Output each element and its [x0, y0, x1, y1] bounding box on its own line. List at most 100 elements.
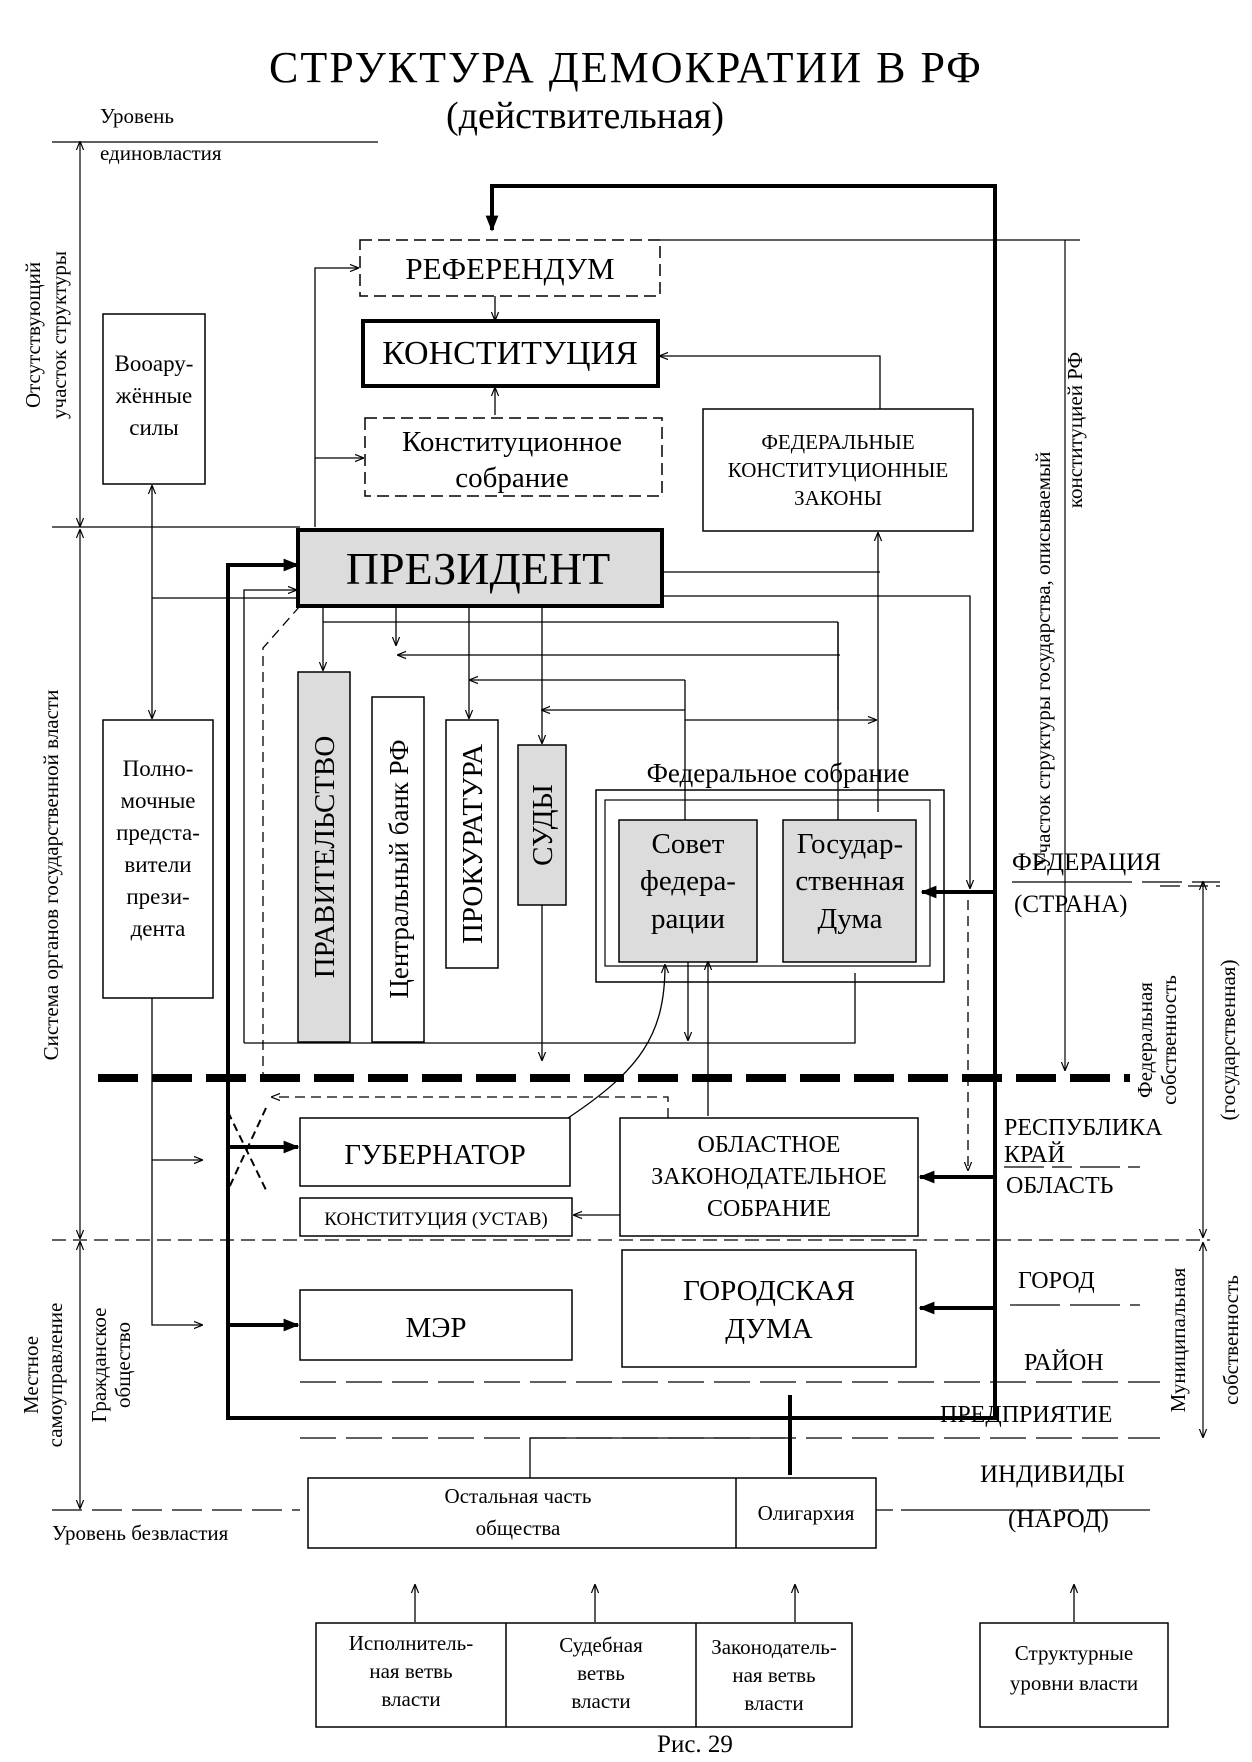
constitution-label: КОНСТИТУЦИЯ: [382, 335, 638, 372]
constitution-part-label-2: конституцией РФ: [1063, 352, 1087, 508]
government-box: [297, 671, 351, 1043]
legend-legislative-2: ная ветвь: [732, 1663, 815, 1687]
legend-judicial-3: власти: [571, 1689, 630, 1713]
legend-judicial-1: Судебная: [559, 1633, 643, 1657]
envoys-box: [102, 719, 214, 999]
president-label: ПРЕЗИДЕНТ: [346, 543, 611, 594]
level-federation: ФЕДЕРАЦИЯ: [1012, 849, 1161, 876]
central-bank-label: Центральный банк РФ: [384, 739, 414, 998]
const-assembly-label-1: Конституционное: [402, 426, 622, 458]
legend-judicial-2: ветвь: [577, 1661, 625, 1685]
federal-assembly-inner-box: [604, 799, 931, 967]
state-duma-label-2: ственная: [795, 865, 904, 897]
federation-council-label-2: федера-: [640, 865, 736, 897]
regional-assembly-box: [619, 1117, 919, 1237]
legend-legislative-3: власти: [744, 1691, 803, 1715]
constitution-box: [361, 319, 660, 388]
constitution-part-label-1: Участок структуры государства, описываем…: [1031, 452, 1055, 869]
federal-assembly-box: [595, 789, 945, 983]
envoys-label-5: прези-: [126, 884, 189, 909]
federation-council-box: [618, 819, 758, 963]
level-top-label-1: Уровень: [100, 104, 174, 128]
federation-council-label-1: Совет: [652, 828, 725, 860]
federal-assembly-label: Федеральное собрание: [647, 758, 910, 788]
armed-forces-label-3: силы: [129, 415, 178, 440]
diagram-subtitle: (действительная): [446, 95, 724, 137]
federal-property-label-1: Федеральная: [1133, 982, 1157, 1098]
regional-assembly-label-1: ОБЛАСТНОЕ: [698, 1132, 841, 1158]
civil-society-label-2: общество: [111, 1322, 135, 1408]
city-duma-label-1: ГОРОДСКАЯ: [683, 1275, 855, 1307]
oligarchy-label: Олигархия: [758, 1501, 855, 1525]
level-republic: РЕСПУБЛИКА: [1004, 1115, 1163, 1141]
envoys-label-1: Полно-: [123, 756, 194, 781]
federal-laws-label-2: КОНСТИТУЦИОННЫЕ: [728, 458, 948, 482]
level-krai: КРАЙ: [1004, 1142, 1065, 1168]
courts-label: СУДЫ: [527, 784, 559, 866]
level-enterprise: ПРЕДПРИЯТИЕ: [940, 1402, 1112, 1428]
regional-assembly-label-3: СОБРАНИЕ: [707, 1196, 831, 1222]
society-label-1: Остальная часть: [445, 1484, 592, 1508]
figure-caption: Рис. 29: [657, 1731, 733, 1757]
local-government-label-2: самоуправление: [43, 1303, 67, 1448]
city-duma-box: [621, 1249, 917, 1368]
local-government-label-1: Местное: [19, 1336, 43, 1414]
level-oblast: ОБЛАСТЬ: [1006, 1173, 1113, 1199]
regional-assembly-label-2: ЗАКОНОДАТЕЛЬНОЕ: [651, 1164, 887, 1190]
referendum-label: РЕФЕРЕНДУМ: [405, 251, 614, 286]
federal-property-label-2: собственность: [1157, 975, 1181, 1105]
society-label-2: общества: [476, 1516, 561, 1540]
level-bottom-label: Уровень безвластия: [52, 1521, 229, 1545]
municipal-property-label-1: Муниципальная: [1166, 1267, 1190, 1412]
level-city: ГОРОД: [1018, 1268, 1095, 1294]
federal-laws-label-3: ЗАКОНЫ: [794, 486, 882, 510]
gov-system-label: Система органов государственной власти: [39, 690, 63, 1061]
charter-box: [299, 1197, 573, 1237]
referendum-box: [359, 239, 661, 297]
city-duma-label-2: ДУМА: [725, 1313, 812, 1345]
level-top-label-2: единовластия: [100, 141, 222, 165]
legend-executive-2: ная ветвь: [369, 1659, 452, 1683]
state-duma-box: [782, 819, 917, 963]
legend-executive-1: Исполнитель-: [349, 1631, 473, 1655]
legend-box: [315, 1622, 853, 1728]
prosecutor-box: [445, 719, 499, 969]
missing-section-label-2: участок структуры: [47, 251, 71, 419]
envoys-label-2: мочные: [121, 788, 196, 813]
const-assembly-box: [364, 417, 663, 497]
level-individuals: ИНДИВИДЫ: [980, 1461, 1125, 1488]
government-label: ПРАВИТЕЛЬСТВО: [309, 736, 341, 979]
armed-forces-box: [102, 313, 206, 485]
municipal-property-label-2: собственность: [1219, 1275, 1243, 1405]
civil-society-label-1: Гражданское: [87, 1308, 111, 1423]
federal-property-label-3: (государственная): [1216, 960, 1240, 1121]
legend-structural-2: уровни власти: [1010, 1671, 1138, 1695]
armed-forces-label-1: Вооару-: [115, 351, 194, 376]
envoys-label-4: вители: [124, 852, 191, 877]
state-duma-label-1: Государ-: [797, 828, 903, 860]
armed-forces-label-2: жённые: [115, 383, 192, 408]
courts-box: [517, 744, 567, 906]
state-duma-label-3: Дума: [818, 903, 883, 935]
const-assembly-label-2: собрание: [455, 462, 568, 494]
legend-legislative-1: Законодатель-: [711, 1635, 837, 1659]
diagram-title: СТРУКТУРА ДЕМОКРАТИИ В РФ: [269, 43, 983, 92]
charter-label: КОНСТИТУЦИЯ (УСТАВ): [324, 1209, 547, 1230]
federation-council-label-3: рации: [651, 903, 725, 935]
envoys-label-6: дента: [131, 916, 186, 941]
federal-laws-box: [702, 408, 974, 532]
mayor-label: МЭР: [405, 1312, 466, 1344]
legend-structural-1: Структурные: [1015, 1641, 1133, 1665]
society-box: [307, 1477, 877, 1549]
level-people: (НАРОД): [1008, 1506, 1109, 1533]
president-box: [296, 528, 664, 608]
federal-laws-label-1: ФЕДЕРАЛЬНЫЕ: [761, 430, 914, 454]
central-bank-box: [371, 696, 425, 1043]
missing-section-label-1: Отсутствующий: [21, 262, 45, 408]
envoys-label-3: предста-: [116, 820, 200, 845]
level-district: РАЙОН: [1024, 1350, 1104, 1376]
legend-structural-box: [979, 1622, 1169, 1728]
level-country: (СТРАНА): [1014, 891, 1127, 918]
